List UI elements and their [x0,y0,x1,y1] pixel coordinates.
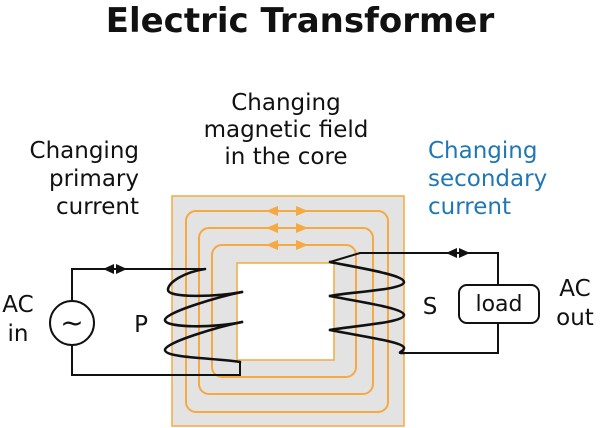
flux-arrow-outer-right [296,206,308,216]
primary-winding-2 [163,290,244,328]
flux-arrow-inner-right [296,240,308,250]
flux-arrows [266,206,308,250]
secondary-winding-1 [328,260,406,298]
flux-line-middle [198,227,374,395]
primary-circuit [71,264,241,376]
flux-arrow-middle-right [296,223,308,233]
field-label-line-2: magnetic field [204,117,369,143]
primary-winding-3 [163,320,244,364]
secondary-wire-top [329,252,499,285]
secondary-coil [328,260,406,355]
secondary-winding-3 [328,328,406,355]
ac-in-label-line-2: in [8,321,29,347]
secondary-coil-label: S [423,294,438,320]
secondary-label-line-1: Changing [428,138,537,164]
ac-source-icon [49,300,95,346]
primary-wire-bottom [71,345,241,376]
secondary-label-line-3: current [428,194,511,220]
ac-out-label-line-2: out [556,305,594,331]
secondary-wire-bottom [404,322,499,354]
primary-wire-top [71,268,205,301]
flux-arrow-middle-left [266,223,278,233]
flux-arrow-inner-left [266,240,278,250]
field-label-line-3: in the core [224,144,347,170]
flux-arrow-outer-left [266,206,278,216]
secondary-label-line-2: secondary [428,166,547,192]
core-window [236,262,335,361]
flux-line-inner [211,244,357,378]
load-resistor-icon [458,284,540,324]
primary-label-line-2: primary [49,166,139,192]
primary-current-arrow-right [116,264,127,274]
load-label: load [475,292,522,317]
flux-line-outer [185,210,389,413]
secondary-winding-2 [328,294,406,332]
secondary-circuit [329,248,499,354]
primary-coil [163,267,244,364]
ac-in-label-line-1: AC [2,292,33,318]
primary-label-line-3: current [56,194,139,220]
secondary-current-arrow-right [459,248,470,258]
ac-source-symbol: ~ [60,306,83,339]
flux-lines [185,210,389,413]
field-label-line-1: Changing [231,90,340,116]
primary-label-line-1: Changing [30,138,139,164]
primary-coil-label: P [134,312,148,338]
ac-out-label-line-1: AC [559,276,590,302]
primary-current-arrow-left [103,264,114,274]
secondary-current-arrow-left [446,248,457,258]
diagram-title: Electric Transformer [106,1,495,41]
primary-winding-1 [166,267,244,298]
